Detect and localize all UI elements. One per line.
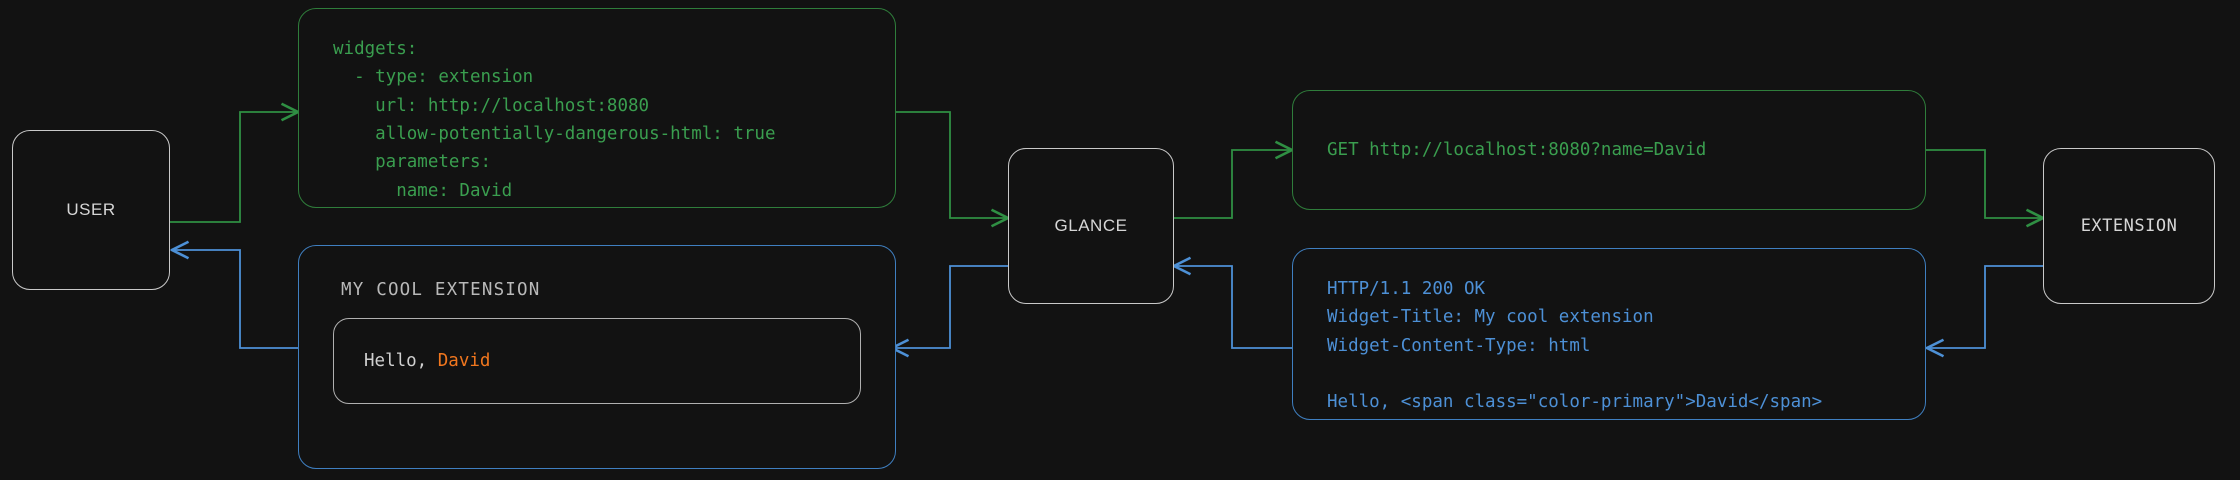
edge-http-response-to-glance bbox=[1174, 266, 1292, 349]
get-request-code: GET http://localhost:8080?name=David bbox=[1327, 139, 1707, 160]
widget-greeting-prefix: Hello, bbox=[364, 351, 438, 371]
node-get-request: GET http://localhost:8080?name=David bbox=[1292, 90, 1926, 210]
node-http-response: HTTP/1.1 200 OK Widget-Title: My cool ex… bbox=[1292, 248, 1926, 420]
widget-title: MY COOL EXTENSION bbox=[341, 280, 541, 300]
node-glance-label: GLANCE bbox=[1054, 216, 1128, 235]
http-response-code: HTTP/1.1 200 OK Widget-Title: My cool ex… bbox=[1327, 279, 1823, 413]
node-config-yaml: widgets: - type: extension url: http://l… bbox=[298, 8, 896, 208]
node-extension-label: EXTENSION bbox=[2080, 216, 2178, 236]
node-rendered-widget: MY COOL EXTENSION Hello, David bbox=[298, 245, 896, 469]
node-user[interactable]: USER bbox=[12, 130, 170, 290]
widget-greeting-name: David bbox=[437, 351, 491, 371]
node-glance[interactable]: GLANCE bbox=[1008, 148, 1174, 304]
widget-body: Hello, David bbox=[333, 318, 861, 404]
edge-widget-to-user bbox=[172, 250, 298, 349]
node-extension[interactable]: EXTENSION bbox=[2043, 148, 2215, 304]
edge-get-request-to-extension bbox=[1925, 149, 2043, 218]
node-user-label: USER bbox=[66, 200, 116, 219]
edge-extension-to-http-response bbox=[1927, 265, 2043, 348]
edge-glance-to-get-request bbox=[1172, 150, 1292, 219]
edge-glance-to-widget bbox=[892, 265, 1008, 348]
edge-user-to-config bbox=[170, 112, 298, 223]
edge-config-to-glance bbox=[895, 111, 1008, 218]
config-yaml-code: widgets: - type: extension url: http://l… bbox=[333, 39, 776, 201]
